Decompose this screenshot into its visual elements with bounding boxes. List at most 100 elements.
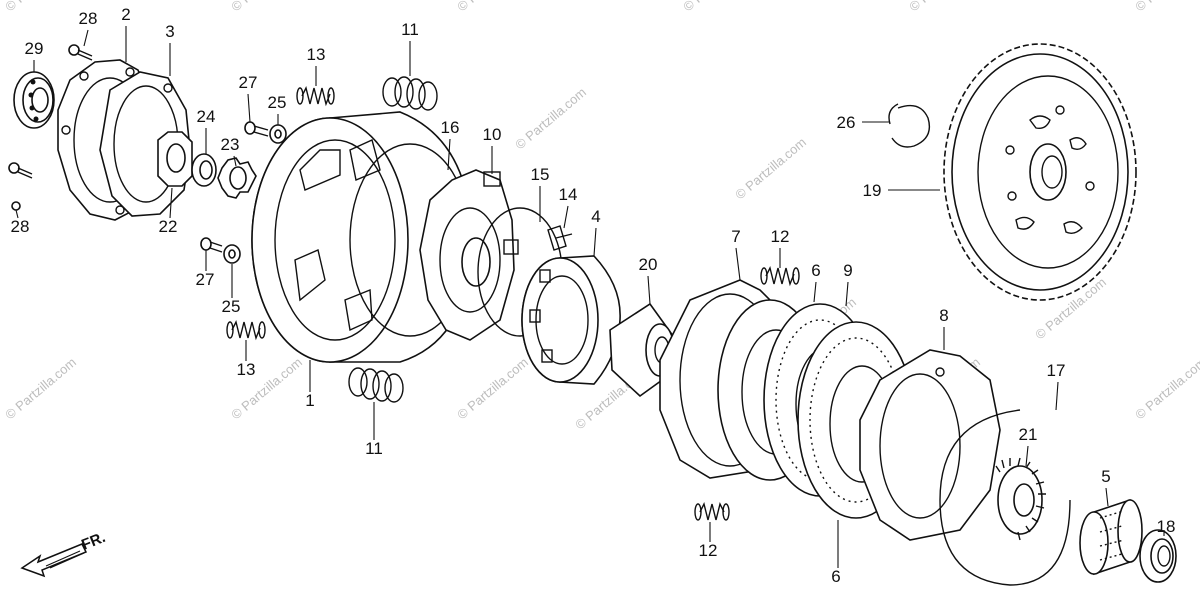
part-13-spring-upper — [296, 85, 335, 107]
callout-number: 29 — [25, 39, 44, 58]
watermark-text: © Partzilla.com — [732, 134, 809, 202]
callout-19: 19 — [863, 181, 940, 200]
callout-27: 27 — [239, 73, 258, 123]
callout-leader-line — [563, 205, 569, 229]
part-25-washer-upper — [269, 124, 287, 144]
callout-13: 13 — [237, 340, 256, 379]
watermark-text: © Partzilla.com — [1132, 0, 1200, 14]
front-arrow-icon — [20, 543, 88, 578]
callout-leader-line — [1025, 445, 1029, 467]
callout-number: 11 — [401, 20, 419, 39]
callout-number: 5 — [1101, 467, 1110, 486]
callout-15: 15 — [531, 165, 549, 222]
callout-number: 24 — [197, 107, 216, 126]
callout-number: 3 — [165, 22, 174, 41]
part-24-washer — [191, 153, 217, 187]
callout-leader-line — [813, 281, 817, 303]
callout-11: 11 — [365, 402, 383, 458]
callout-number: 21 — [1019, 425, 1038, 444]
callout-25: 25 — [268, 93, 287, 125]
callout-5: 5 — [1101, 467, 1111, 507]
callout-number: 12 — [699, 541, 718, 560]
callout-17: 17 — [1047, 361, 1065, 411]
callout-4: 4 — [591, 207, 601, 257]
part-27-bolt-upper — [244, 121, 269, 137]
watermark-text: © Partzilla.com — [512, 84, 589, 152]
callout-number: 4 — [591, 207, 600, 226]
callout-number: 27 — [196, 270, 215, 289]
callout-number: 27 — [239, 73, 258, 92]
callout-number: 28 — [79, 9, 98, 28]
callout-number: 23 — [221, 135, 240, 154]
callout-number: 26 — [837, 113, 856, 132]
callout-2: 2 — [121, 5, 131, 62]
callout-18: 18 — [1157, 517, 1175, 536]
callout-number: 2 — [121, 5, 130, 24]
callout-leader-line — [845, 281, 849, 307]
callout-number: 20 — [639, 255, 658, 274]
callout-12: 12 — [699, 522, 718, 560]
callout-number: 16 — [441, 118, 460, 137]
callout-number: 8 — [939, 306, 948, 325]
callout-number: 25 — [222, 297, 241, 316]
callout-16: 16 — [441, 118, 460, 171]
callout-number: 25 — [268, 93, 287, 112]
watermark-text: © Partzilla.com — [454, 354, 531, 422]
watermark-text: © Partzilla.com — [1132, 354, 1200, 422]
callout-12: 12 — [771, 227, 790, 268]
callout-3: 3 — [165, 22, 175, 76]
part-19-driven-gear — [943, 43, 1137, 301]
front-direction-label: FR. — [79, 529, 108, 554]
part-5-needle-bearing — [1079, 499, 1143, 576]
callout-22: 22 — [159, 187, 178, 236]
callout-leader-line — [233, 155, 237, 167]
part-12-spring-upper — [760, 265, 800, 287]
callout-leader-line — [83, 29, 89, 47]
part-18-seal — [1139, 529, 1177, 583]
callout-9: 9 — [843, 261, 853, 307]
watermark-text: © Partzilla.com — [680, 0, 757, 14]
callout-number: 13 — [237, 360, 256, 379]
callout-6: 6 — [811, 261, 821, 303]
callout-number: 11 — [365, 439, 383, 458]
part-4-one-way-clutch — [521, 255, 621, 385]
callout-number: 28 — [11, 217, 30, 236]
part-28-screw-upper — [68, 44, 93, 61]
part-25-washer-lower — [223, 244, 241, 264]
callout-13: 13 — [307, 45, 325, 86]
callout-leader-line — [247, 93, 251, 123]
callout-29: 29 — [25, 39, 44, 72]
callout-leader-line — [647, 275, 651, 305]
front-direction-indicator: FR. — [20, 529, 108, 578]
callout-number: 19 — [863, 181, 882, 200]
watermark-text: © Partzilla.com — [228, 0, 305, 14]
callout-28: 28 — [79, 9, 98, 47]
part-11-spring-upper — [382, 76, 438, 111]
callout-11: 11 — [401, 20, 419, 76]
part-28-screw-lower — [8, 162, 33, 211]
callout-number: 7 — [731, 227, 740, 246]
part-8-clutch-plate — [859, 349, 1001, 541]
callout-27: 27 — [196, 250, 215, 289]
callout-21: 21 — [1019, 425, 1038, 467]
callout-number: 22 — [159, 217, 178, 236]
callout-number: 6 — [831, 567, 840, 586]
callout-10: 10 — [483, 125, 501, 174]
part-13-spring-lower — [226, 319, 266, 341]
callout-number: 12 — [771, 227, 790, 246]
callout-leader-line — [1105, 487, 1109, 507]
callout-leader-line — [1055, 381, 1059, 411]
callout-23: 23 — [221, 135, 240, 167]
part-21-gear — [995, 457, 1046, 541]
callout-25: 25 — [222, 264, 241, 316]
callout-26: 26 — [837, 113, 890, 132]
callout-number: 6 — [811, 261, 820, 280]
callout-14: 14 — [559, 185, 577, 229]
watermark-text: © Partzilla.com — [906, 0, 983, 14]
part-26-snap-ring — [888, 103, 931, 148]
part-12-spring-lower — [694, 501, 730, 521]
part-22-nut — [157, 131, 193, 187]
callout-leader-line — [15, 209, 19, 219]
